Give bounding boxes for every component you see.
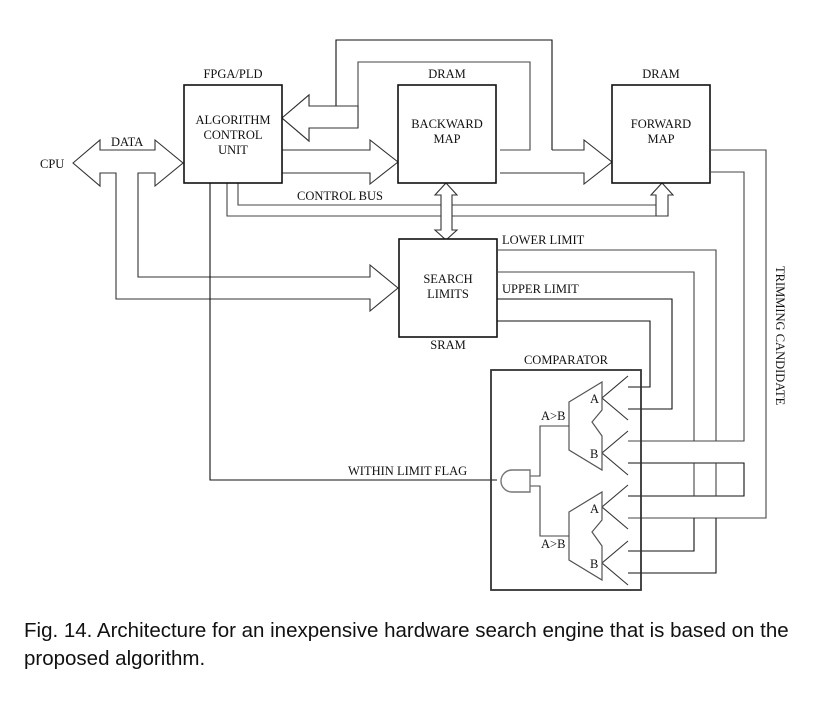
forward-map-label-line1: FORWARD (631, 117, 691, 131)
forward-map-label-line2: MAP (647, 132, 674, 146)
acu-label-line3: UNIT (218, 143, 248, 157)
algorithm-control-unit-block (183, 84, 283, 184)
acu-label-line2: CONTROL (203, 128, 262, 142)
trimming-candidate-wires (628, 149, 767, 519)
backward-map-label-line2: MAP (433, 132, 460, 146)
backward-map-block (397, 84, 497, 184)
architecture-diagram: CPU DATA FPGA/PLD ALGORITHM CONTROL UNIT… (40, 39, 787, 591)
backward-map-label-line1: BACKWARD (411, 117, 483, 131)
control-bus-label: CONTROL BUS (297, 189, 383, 203)
cpu-data-bidirectional-arrow (72, 138, 399, 313)
upper-comparator-input-b: B (590, 447, 598, 461)
figure-caption: Fig. 14. Architecture for an inexpensive… (24, 619, 789, 670)
acu-to-backward-arrow (281, 138, 399, 186)
upper-a-gt-b-label: A>B (541, 409, 565, 423)
feedback-loop-wires (335, 39, 553, 151)
search-limit-output-wires (497, 249, 717, 441)
fpga-pld-label: FPGA/PLD (203, 67, 262, 81)
to-forward-map-arrow (500, 138, 613, 186)
lower-a-gt-b-label: A>B (541, 537, 565, 551)
data-label: DATA (111, 135, 143, 149)
control-bus-wires (226, 183, 668, 217)
upper-comparator-input-a: A (590, 392, 599, 406)
upper-comparator (568, 380, 603, 472)
upper-limit-label: UPPER LIMIT (502, 282, 579, 296)
comparator-label: COMPARATOR (524, 353, 609, 367)
control-bus-forward-arrow (649, 182, 675, 217)
trimming-candidate-label: TRIMMING CANDIDATE (773, 266, 787, 406)
cpu-label: CPU (40, 157, 64, 171)
control-bus-vertical-arrow (433, 182, 459, 241)
lower-comparator-input-a: A (590, 502, 599, 516)
comparator-input-arrows (601, 375, 629, 586)
dram-forward-label: DRAM (642, 67, 680, 81)
search-limits-label-line1: SEARCH (423, 272, 472, 286)
acu-label-line1: ALGORITHM (196, 113, 271, 127)
search-limits-block (398, 238, 498, 338)
candidate-distribution-wires (628, 462, 745, 574)
comparator-output-wires (530, 425, 569, 537)
lower-comparator-input-b: B (590, 557, 598, 571)
sram-label: SRAM (430, 338, 465, 352)
search-limits-label-line2: LIMITS (427, 287, 469, 301)
lower-comparator (568, 490, 603, 582)
comparator-block (490, 369, 642, 591)
within-limit-flag-wire (209, 183, 497, 481)
lower-limit-label: LOWER LIMIT (502, 233, 585, 247)
within-limit-flag-label: WITHIN LIMIT FLAG (348, 464, 467, 478)
and-gate (500, 469, 531, 493)
forward-map-block (611, 84, 711, 184)
dram-backward-label: DRAM (428, 67, 466, 81)
